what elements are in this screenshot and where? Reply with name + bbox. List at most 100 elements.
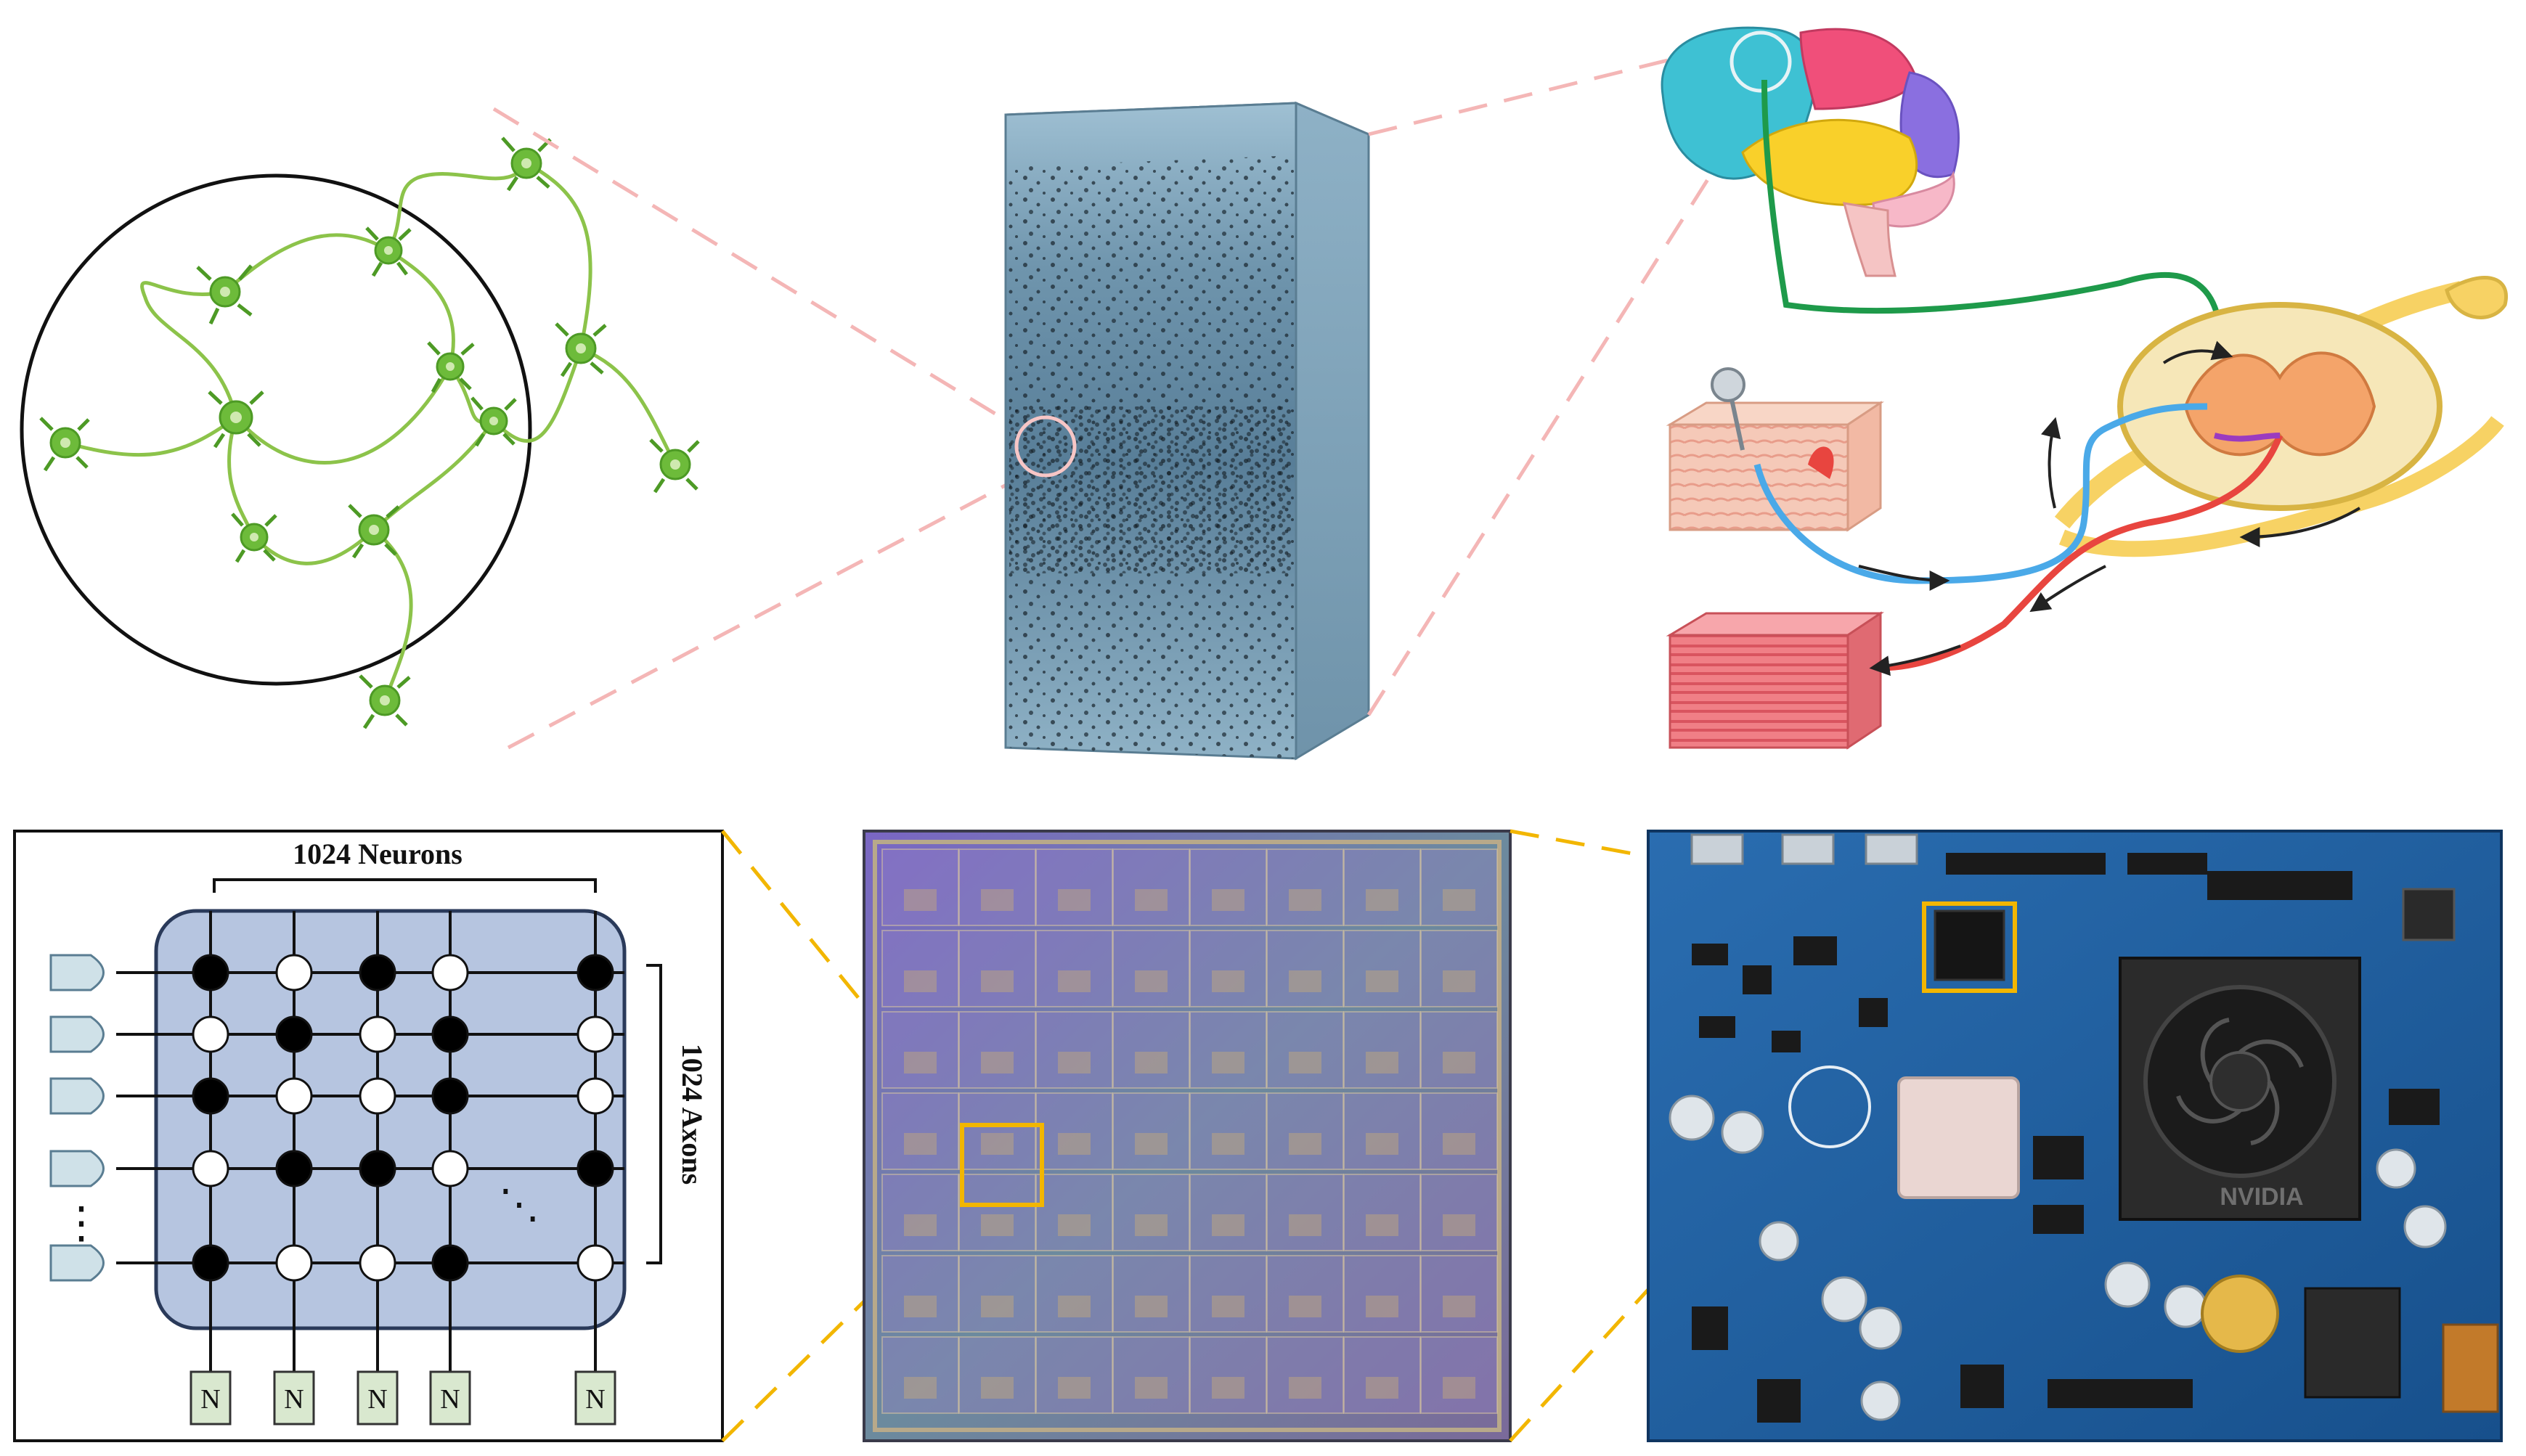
chip-core <box>1035 1011 1113 1089</box>
neuron-cell <box>365 226 412 277</box>
chip-core <box>1420 930 1498 1007</box>
synapse-disconnected <box>359 1015 396 1053</box>
pin-head <box>1711 367 1745 402</box>
chip-core-logic <box>1135 889 1168 911</box>
neuron-unit <box>574 1370 616 1426</box>
chip-core <box>1420 848 1498 926</box>
sensory-receptor <box>1808 446 1834 479</box>
synapse-connected <box>577 954 614 991</box>
chip-core <box>1343 848 1421 926</box>
neuron-cell <box>359 674 411 729</box>
chip-core-logic <box>1443 1296 1475 1317</box>
crossbar-array <box>154 909 627 1330</box>
chip-core <box>1266 1092 1344 1170</box>
chip-core-logic <box>1366 970 1398 992</box>
chip-core-logic <box>904 1133 937 1155</box>
chip-core-logic <box>1366 1052 1398 1073</box>
chip-core-logic <box>981 889 1014 911</box>
fpga-heatspreader <box>1897 1076 2020 1199</box>
chip-core-logic <box>1289 1214 1321 1236</box>
chip-core-logic <box>1058 970 1091 992</box>
chip-core-logic <box>1212 1214 1244 1236</box>
usb-port <box>1781 833 1835 865</box>
chip-core-logic <box>1366 1133 1398 1155</box>
capacitors <box>1669 1095 2447 1421</box>
chip-die <box>863 830 1512 1442</box>
chip-core <box>1035 1092 1113 1170</box>
chip-core <box>958 1255 1036 1333</box>
neuron-unit-label: N <box>585 1384 605 1415</box>
chip-core-logic <box>1058 1133 1091 1155</box>
zoom-lines-circle-to-tissue <box>492 107 1032 750</box>
neuron-cell <box>231 512 277 563</box>
axon-input <box>49 1150 105 1187</box>
chip-core <box>1343 1174 1421 1251</box>
skin-side-face <box>1846 401 1882 532</box>
chip-core-logic <box>981 1296 1014 1317</box>
axon-input <box>49 1077 105 1115</box>
spinal-cord-grey-matter <box>2183 351 2376 457</box>
chip-core <box>881 1092 959 1170</box>
neuron-unit <box>190 1370 232 1426</box>
synapse-disconnected <box>275 954 313 991</box>
chip-core-array <box>881 848 1498 1414</box>
chip-core <box>958 1174 1036 1251</box>
neuron-cell <box>196 264 253 325</box>
inductor <box>2402 888 2456 941</box>
synapse-connected <box>192 954 229 991</box>
muscle-side-face <box>1846 611 1882 750</box>
neuron-cell <box>348 504 400 559</box>
chip-core <box>1189 1092 1267 1170</box>
chip-core <box>1343 930 1421 1007</box>
tissue-dense-layer <box>1009 406 1292 573</box>
chip-core-logic <box>981 970 1014 992</box>
axons-label: 1024 Axons <box>676 1044 709 1185</box>
chip-core <box>1035 1174 1113 1251</box>
chip-core-logic <box>1058 1296 1091 1317</box>
chip-core-logic <box>1443 1214 1475 1236</box>
muscle-front-face <box>1669 634 1849 749</box>
spinal-cord-section <box>2054 276 2508 557</box>
chip-core <box>1112 1011 1190 1089</box>
neuron-unit-label: N <box>284 1384 303 1415</box>
chip-die-panel <box>863 830 1512 1442</box>
synapse-disconnected <box>192 1150 229 1187</box>
chip-core-logic <box>981 1377 1014 1399</box>
muscle-top-face <box>1666 612 1884 637</box>
chip-core-logic <box>1058 1377 1091 1399</box>
chip-core <box>1420 1011 1498 1089</box>
chip-core <box>958 1011 1036 1089</box>
neuron-cell <box>649 438 700 494</box>
chip-core-logic <box>1058 1052 1091 1073</box>
chip-core-logic <box>1212 1133 1244 1155</box>
spinal-nerve-lower <box>2058 416 2504 557</box>
chip-core <box>1420 1092 1498 1170</box>
chip-core-logic <box>1443 1377 1475 1399</box>
chip-core <box>1266 848 1344 926</box>
chip-core <box>1266 930 1344 1007</box>
synapse-disconnected <box>359 1244 396 1282</box>
synapse-connected <box>192 1244 229 1282</box>
chip-core-logic <box>1212 1052 1244 1073</box>
nervous-system-panel <box>1661 26 2508 750</box>
brain-stem <box>1842 202 1896 277</box>
axons-bracket <box>646 964 662 1264</box>
synapse-disconnected <box>577 1077 614 1115</box>
chip-core <box>1189 930 1267 1007</box>
neuron-cell <box>208 390 264 449</box>
neurons-label: 1024 Neurons <box>293 838 463 870</box>
neuron-cells <box>39 136 700 729</box>
chip-core <box>881 848 959 926</box>
chip-core <box>1189 848 1267 926</box>
axon-input <box>49 954 105 991</box>
chip-core-logic <box>1366 889 1398 911</box>
chip-core <box>1266 1255 1344 1333</box>
skin-block <box>1666 367 1884 532</box>
neurons-bracket <box>213 878 597 893</box>
chip-core-logic <box>1443 970 1475 992</box>
flow-arrow <box>2040 417 2061 509</box>
brain-parietal-lobe <box>1799 28 1918 110</box>
synapse-disconnected <box>275 1077 313 1115</box>
chip-core <box>1035 848 1113 926</box>
muscle-block <box>1666 611 1884 750</box>
